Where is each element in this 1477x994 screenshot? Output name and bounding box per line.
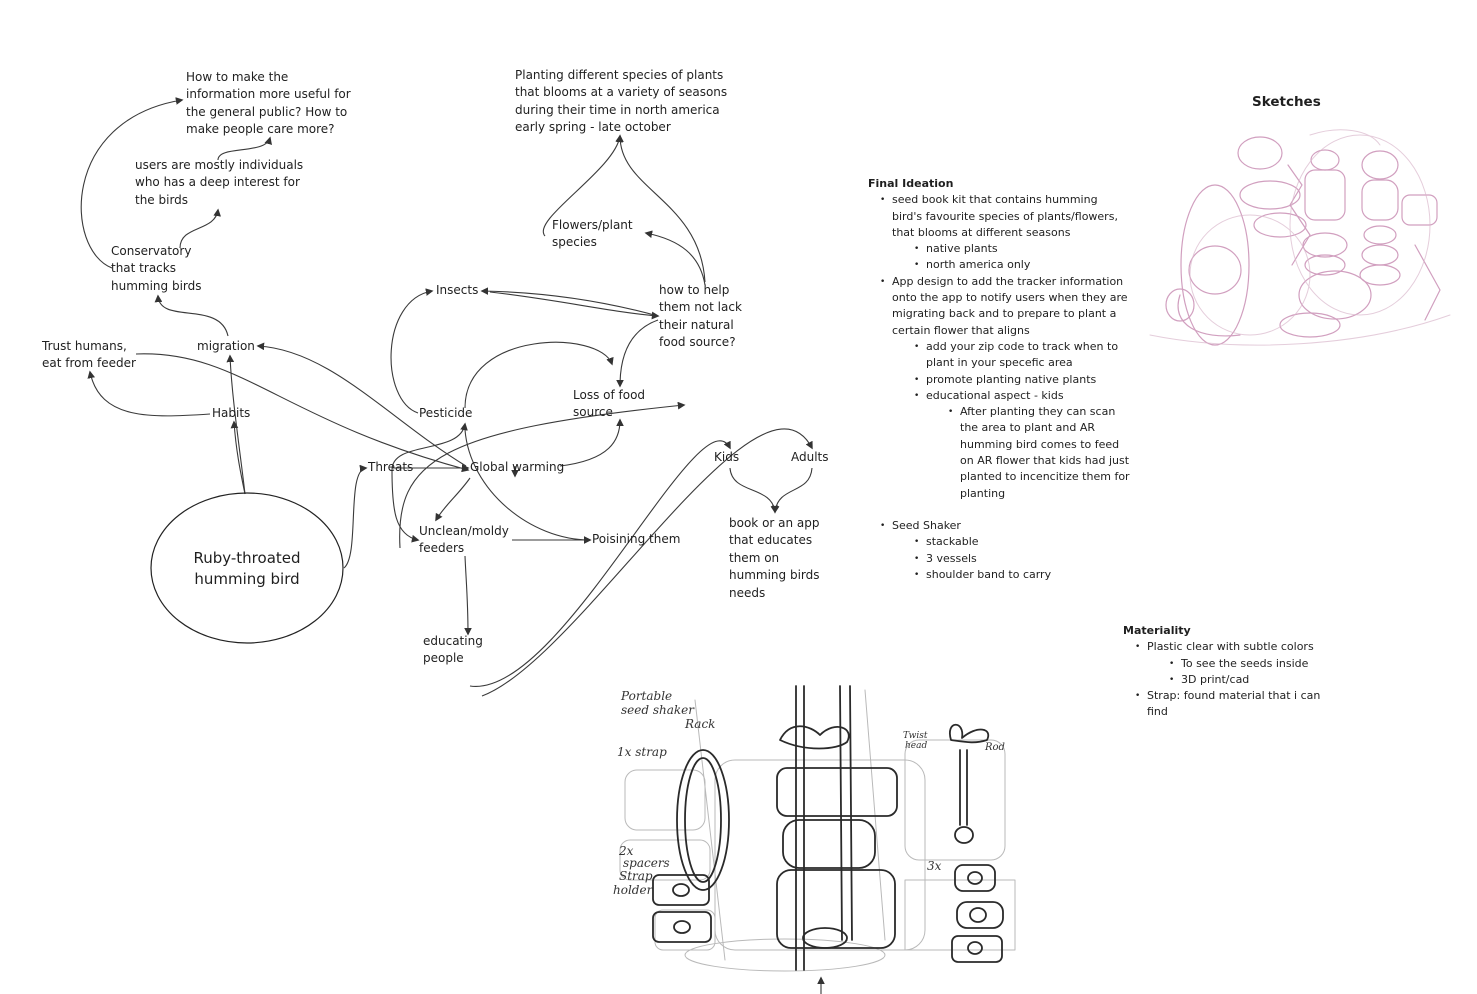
ideation-item-text: seed book kit that contains humming bird…: [892, 193, 1118, 239]
center-ellipse: [150, 492, 344, 644]
arrow-gw-loss: [559, 418, 624, 467]
node-adults[interactable]: Adults: [791, 450, 829, 464]
annotation-rack-line-3: Rack: [684, 717, 715, 731]
arrow-flowers-planting: [542, 134, 623, 237]
ideation-subitem: stackable: [914, 534, 1130, 551]
arrow-pesticide-poisoning: [464, 429, 592, 544]
node-how-help[interactable]: how to help them not lack their natural …: [659, 283, 742, 350]
arrow-conservatory-useful: [80, 97, 184, 269]
ideation-item-text: App design to add the tracker informatio…: [892, 274, 1128, 337]
annotation-twist-line-2: head: [905, 741, 927, 751]
arrow-pesticide-loss: [464, 341, 614, 409]
arrow-educating-kids: [469, 440, 731, 687]
arrow-center-migration: [226, 354, 246, 495]
arrow-gw-unclean: [435, 477, 471, 522]
arrow-insects-howhelp: [489, 291, 660, 320]
materiality-subitem: To see the seeds inside: [1169, 656, 1323, 673]
materiality-title: Materiality: [1123, 624, 1191, 637]
node-conservatory[interactable]: Conservatory that tracks humming birds: [111, 244, 202, 293]
node-book-app[interactable]: book or an app that educates them on hum…: [729, 516, 820, 600]
arrow-adults-book: [771, 467, 813, 514]
node-threats[interactable]: Threats: [368, 460, 414, 474]
final-ideation-title: Final Ideation: [868, 177, 954, 190]
ideation-subitem: north america only: [914, 257, 1130, 274]
annotation-holder-line-2: holder: [613, 883, 654, 897]
arrow-unclean-loss: [399, 401, 686, 549]
ideation-subitem: educational aspect - kids After planting…: [914, 388, 1130, 502]
annotation-holder-line-1: Strap: [619, 869, 653, 883]
node-kids[interactable]: Kids: [714, 450, 740, 464]
annotation-spacers-line-1: 2x: [618, 844, 634, 858]
pink-concept-sketch[interactable]: [1140, 125, 1460, 355]
node-loss-food[interactable]: Loss of food source: [573, 388, 646, 420]
arrow-users-useful: [217, 136, 272, 161]
ideation-item: App design to add the tracker informatio…: [880, 274, 1130, 502]
annotation-three-x: 3x: [927, 859, 942, 873]
node-planting[interactable]: Planting different species of plants tha…: [515, 68, 728, 135]
materiality-item: Plastic clear with subtle colors To see …: [1135, 639, 1323, 689]
center-topic[interactable]: Ruby-throated humming bird: [193, 549, 301, 588]
arrow-howhelp-loss: [616, 319, 659, 388]
ideation-subitem-text: educational aspect - kids: [926, 388, 1064, 402]
annotation-rod: Rod: [984, 742, 1005, 753]
arrow-howhelp-flowers: [644, 230, 706, 286]
arrow-migration-conservatory: [154, 294, 229, 337]
node-pesticide[interactable]: Pesticide: [419, 406, 473, 420]
annotation-strap: 1x strap: [617, 745, 667, 759]
node-global-warming[interactable]: Global warming: [470, 460, 565, 474]
node-migration[interactable]: migration: [197, 339, 255, 353]
materiality-item-text: Plastic clear with subtle colors: [1147, 640, 1314, 654]
annotation-rack-line-1: Portable: [620, 689, 672, 703]
arrow-conservatory-users: [179, 208, 221, 249]
materiality-item: Strap: found material that i can find: [1135, 688, 1323, 721]
arrow-threats-unclean: [391, 469, 420, 543]
arrow-unclean-educating: [464, 555, 472, 636]
ideation-subsubitem: After planting they can scan the area to…: [948, 404, 1130, 502]
node-useful-info[interactable]: How to make the information more useful …: [186, 70, 351, 137]
ideation-item: Seed Shaker stackable 3 vessels shoulder…: [880, 518, 1130, 584]
ideation-item: seed book kit that contains humming bird…: [880, 192, 1130, 274]
ideation-subitem: shoulder band to carry: [914, 567, 1130, 584]
arrow-habits-trust: [87, 370, 211, 417]
ideation-subitem: native plants: [914, 241, 1130, 258]
node-educating[interactable]: educating people: [423, 634, 483, 666]
arrow-kids-book: [729, 467, 779, 514]
ideation-item-text: Seed Shaker: [892, 518, 961, 532]
materiality-notes[interactable]: Materiality Plastic clear with subtle co…: [1123, 623, 1323, 721]
node-unclean-feeders[interactable]: Unclean/moldy feeders: [419, 524, 509, 556]
annotation-spacers-line-2: spacers: [623, 856, 670, 870]
arrow-educating-adults: [481, 428, 813, 697]
arrow-trust-gw: [135, 353, 470, 473]
arrow-howhelp-planting: [616, 134, 706, 283]
node-trust-humans[interactable]: Trust humans, eat from feeder: [42, 339, 136, 371]
node-flowers[interactable]: Flowers/plant species: [552, 218, 633, 250]
arrow-gw-migration: [256, 342, 467, 467]
arrow-center-habits: [230, 420, 246, 495]
arrow-howhelp-insects: [480, 287, 659, 317]
node-habits[interactable]: Habits: [212, 406, 251, 420]
annotation-rack-line-2: seed shaker: [621, 703, 695, 717]
node-users[interactable]: users are mostly individuals who has a d…: [135, 158, 304, 207]
node-insects[interactable]: Insects: [436, 283, 479, 297]
ideation-subitem: 3 vessels: [914, 551, 1130, 568]
sketches-title: Sketches: [1252, 94, 1321, 110]
arrow-threats-pesticide: [391, 422, 468, 471]
materiality-subitem: 3D print/cad: [1169, 672, 1323, 689]
node-poisoning[interactable]: Poisining them: [592, 532, 681, 546]
annotation-twist-line-1: Twist: [903, 731, 928, 741]
ideation-subitem: promote planting native plants: [914, 372, 1130, 389]
arrow-center-threats: [343, 464, 368, 569]
arrow-pesticide-insects: [390, 288, 434, 414]
final-ideation-notes[interactable]: Final Ideation seed book kit that contai…: [868, 176, 1130, 583]
ideation-subitem: add your zip code to track when to plant…: [914, 339, 1130, 372]
